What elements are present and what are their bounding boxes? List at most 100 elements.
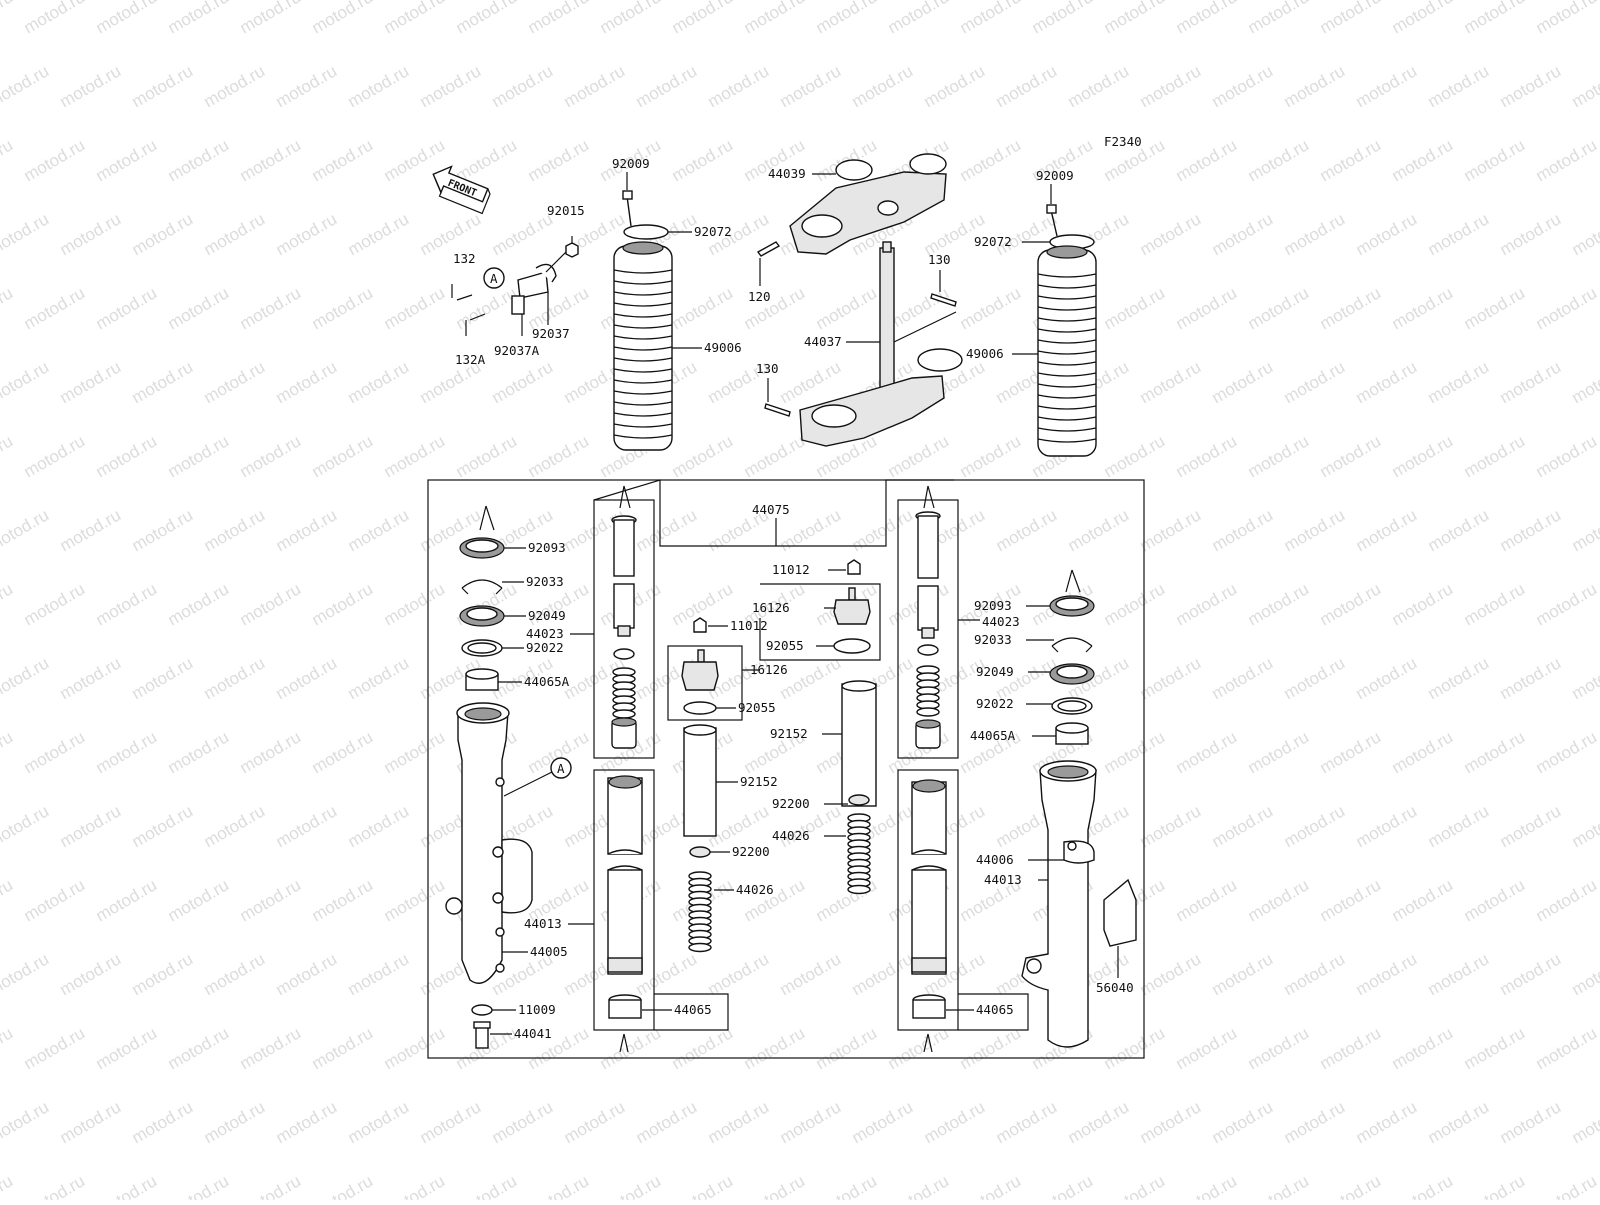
watermark-text: motod.ru: [1065, 61, 1133, 111]
callout-a-label: A: [490, 271, 498, 286]
label-92049-right: 92049: [976, 664, 1014, 679]
watermark-text: motod.ru: [525, 0, 593, 37]
label-92022-left: 92022: [526, 640, 564, 655]
watermark-text: motod.ru: [525, 135, 593, 185]
watermark-text: motod.ru: [885, 1171, 953, 1200]
watermark-text: motod.ru: [1353, 801, 1421, 851]
watermark-text: motod.ru: [1533, 875, 1600, 925]
watermark-text: motod.ru: [93, 431, 161, 481]
watermark-text: motod.ru: [1209, 61, 1277, 111]
watermark-text: motod.ru: [957, 0, 1025, 37]
diagram-code: F2340: [1104, 134, 1142, 149]
watermark-text: motod.ru: [921, 61, 989, 111]
watermark-text: motod.ru: [1497, 653, 1565, 703]
watermark-text: motod.ru: [381, 283, 449, 333]
watermark-text: motod.ru: [1029, 1171, 1097, 1200]
watermark-text: motod.ru: [0, 1023, 16, 1073]
watermark-text: motod.ru: [1245, 875, 1313, 925]
watermark-text: motod.ru: [237, 727, 305, 777]
watermark-text: motod.ru: [1389, 0, 1457, 37]
watermark-text: motod.ru: [417, 61, 485, 111]
watermark-text: motod.ru: [273, 1097, 341, 1147]
watermark-text: motod.ru: [741, 1171, 809, 1200]
watermark-text: motod.ru: [777, 653, 845, 703]
watermark-text: motod.ru: [1029, 0, 1097, 37]
watermark-text: motod.ru: [1209, 209, 1277, 259]
watermark-text: motod.ru: [1497, 801, 1565, 851]
watermark-text: motod.ru: [525, 1171, 593, 1200]
label-92093-right: 92093: [974, 598, 1012, 613]
watermark-text: motod.ru: [237, 1171, 305, 1200]
watermark-text: motod.ru: [1101, 1023, 1169, 1073]
label-44039: 44039: [768, 166, 806, 181]
watermark-text: motod.ru: [273, 505, 341, 555]
watermark-text: motod.ru: [1245, 1171, 1313, 1200]
watermark-text: motod.ru: [1497, 1097, 1565, 1147]
watermark-text: motod.ru: [1209, 949, 1277, 999]
watermark-text: motod.ru: [21, 135, 89, 185]
label-92022-right: 92022: [976, 696, 1014, 711]
watermark-text: motod.ru: [345, 357, 413, 407]
watermark-text: motod.ru: [381, 1023, 449, 1073]
watermark-text: motod.ru: [1425, 505, 1493, 555]
watermark-text: motod.ru: [237, 579, 305, 629]
watermark-text: motod.ru: [309, 1023, 377, 1073]
watermark-text: motod.ru: [1173, 283, 1241, 333]
label-44013-left: 44013: [524, 916, 562, 931]
watermark-text: motod.ru: [1137, 653, 1205, 703]
watermark-text: motod.ru: [273, 357, 341, 407]
watermark-text: motod.ru: [1173, 135, 1241, 185]
watermark-text: motod.ru: [1281, 61, 1349, 111]
watermark-text: motod.ru: [1101, 283, 1169, 333]
watermark-text: motod.ru: [633, 1097, 701, 1147]
watermark-text: motod.ru: [1137, 357, 1205, 407]
watermark-text: motod.ru: [201, 209, 269, 259]
watermark-text: motod.ru: [1497, 209, 1565, 259]
watermark-text: motod.ru: [777, 61, 845, 111]
watermark-text: motod.ru: [669, 1023, 737, 1073]
callout-a-label-fork: A: [557, 761, 565, 776]
watermark-text: motod.ru: [0, 727, 16, 777]
watermark-text: motod.ru: [849, 505, 917, 555]
watermark-text: motod.ru: [1533, 283, 1600, 333]
sheet-56040: [1104, 880, 1136, 946]
watermark-text: motod.ru: [273, 61, 341, 111]
watermark-text: motod.ru: [741, 431, 809, 481]
watermark-text: motod.ru: [1209, 653, 1277, 703]
spring-coil: [917, 708, 939, 716]
label-92055-right: 92055: [766, 638, 804, 653]
label-16126-right: 16126: [752, 600, 790, 615]
watermark-text: motod.ru: [705, 1097, 773, 1147]
watermark-text: motod.ru: [777, 949, 845, 999]
watermark-text: motod.ru: [1245, 431, 1313, 481]
watermark-text: motod.ru: [0, 0, 16, 37]
nut-11012-lower: [694, 618, 706, 632]
watermark-text: motod.ru: [957, 1171, 1025, 1200]
watermark-text: motod.ru: [1317, 135, 1385, 185]
watermark-text: motod.ru: [309, 0, 377, 37]
watermark-text: motod.ru: [1569, 1097, 1600, 1147]
spring-44026-left: [689, 872, 711, 952]
watermark-text: motod.ru: [1389, 727, 1457, 777]
watermark-text: motod.ru: [453, 431, 521, 481]
watermark-text: motod.ru: [345, 1097, 413, 1147]
watermark-text: motod.ru: [57, 653, 125, 703]
label-92049-left: 92049: [528, 608, 566, 623]
watermark-text: motod.ru: [1245, 579, 1313, 629]
watermark-text: motod.ru: [273, 801, 341, 851]
label-49006-left: 49006: [704, 340, 742, 355]
watermark-text: motod.ru: [381, 875, 449, 925]
watermark-text: motod.ru: [1317, 1171, 1385, 1200]
watermark-text: motod.ru: [309, 283, 377, 333]
watermark-text: motod.ru: [0, 875, 16, 925]
watermark-text: motod.ru: [381, 431, 449, 481]
watermark-text: motod.ru: [237, 1023, 305, 1073]
watermark-text: motod.ru: [1281, 209, 1349, 259]
watermark-text: motod.ru: [525, 431, 593, 481]
label-16126-left: 16126: [750, 662, 788, 677]
watermark-text: motod.ru: [453, 0, 521, 37]
right-inner-tube-44013: [912, 780, 946, 1052]
watermark-text: motod.ru: [1389, 579, 1457, 629]
left-damper-rod-assembly: [612, 486, 636, 748]
spring-coil: [689, 944, 711, 952]
